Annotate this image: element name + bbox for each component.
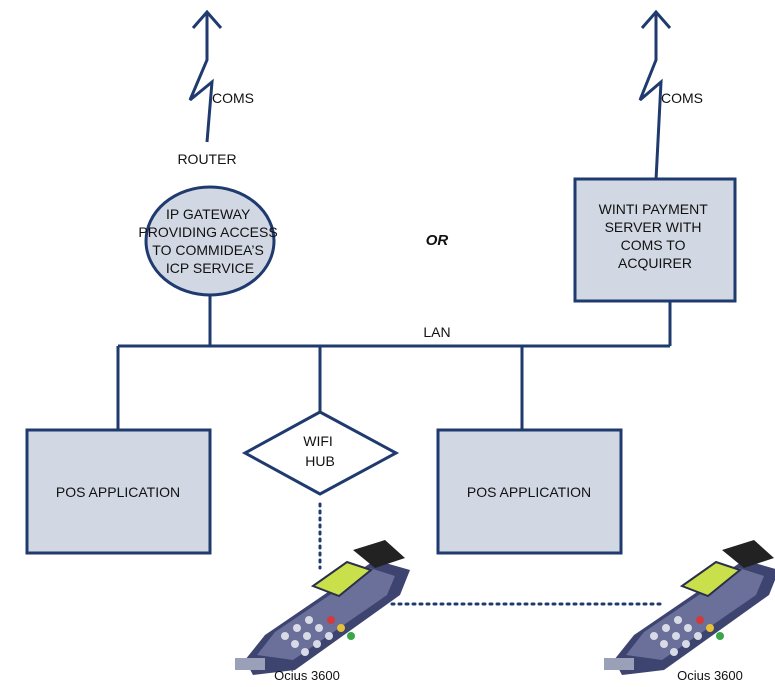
ip-gateway-line-1: IP GATEWAY xyxy=(166,206,251,222)
antenna-right xyxy=(638,9,672,181)
ip-gateway-line-4: ICP SERVICE xyxy=(166,260,254,276)
payment-server-box xyxy=(573,177,737,303)
pos-application-left-label: POS APPLICATION xyxy=(56,484,180,500)
payment-terminal-right-icon xyxy=(604,540,775,675)
payment-server-line-1: WINTI PAYMENT xyxy=(599,201,709,217)
antenna-right-label: COMS xyxy=(661,90,703,106)
ip-gateway-line-3: TO COMMIDEA’S xyxy=(152,242,264,258)
wifi-hub-diamond xyxy=(241,410,400,496)
terminal-right-label: Ocius 3600 xyxy=(677,668,743,683)
payment-server-line-3: COMS TO xyxy=(621,237,686,253)
pos-application-right-box xyxy=(436,428,623,555)
lan-network-lines xyxy=(116,295,672,430)
antenna-left xyxy=(188,9,223,143)
payment-terminal-left-icon xyxy=(235,540,410,675)
payment-server-label: WINTI PAYMENT SERVER WITH COMS TO ACQUIR… xyxy=(599,201,712,271)
pos-application-left-box xyxy=(25,428,212,555)
terminal-left-label: Ocius 3600 xyxy=(274,668,340,683)
pos-application-right-label: POS APPLICATION xyxy=(467,484,591,500)
or-separator: OR xyxy=(426,232,449,249)
ip-gateway-label: IP GATEWAY PROVIDING ACCESS TO COMMIDEA’… xyxy=(138,206,281,276)
payment-server-line-2: SERVER WITH xyxy=(605,219,702,235)
antenna-left-label: COMS xyxy=(212,90,254,106)
ip-gateway-line-2: PROVIDING ACCESS xyxy=(138,224,277,240)
payment-server-line-4: ACQUIRER xyxy=(618,255,692,271)
lan-label: LAN xyxy=(423,324,450,340)
wifi-hub-line-2: HUB xyxy=(305,453,335,469)
router-caption: ROUTER xyxy=(177,151,236,167)
wifi-hub-line-1: WIFI xyxy=(303,433,333,449)
wifi-hub-label: WIFI HUB xyxy=(303,433,336,469)
ip-gateway-ellipse xyxy=(144,185,276,297)
